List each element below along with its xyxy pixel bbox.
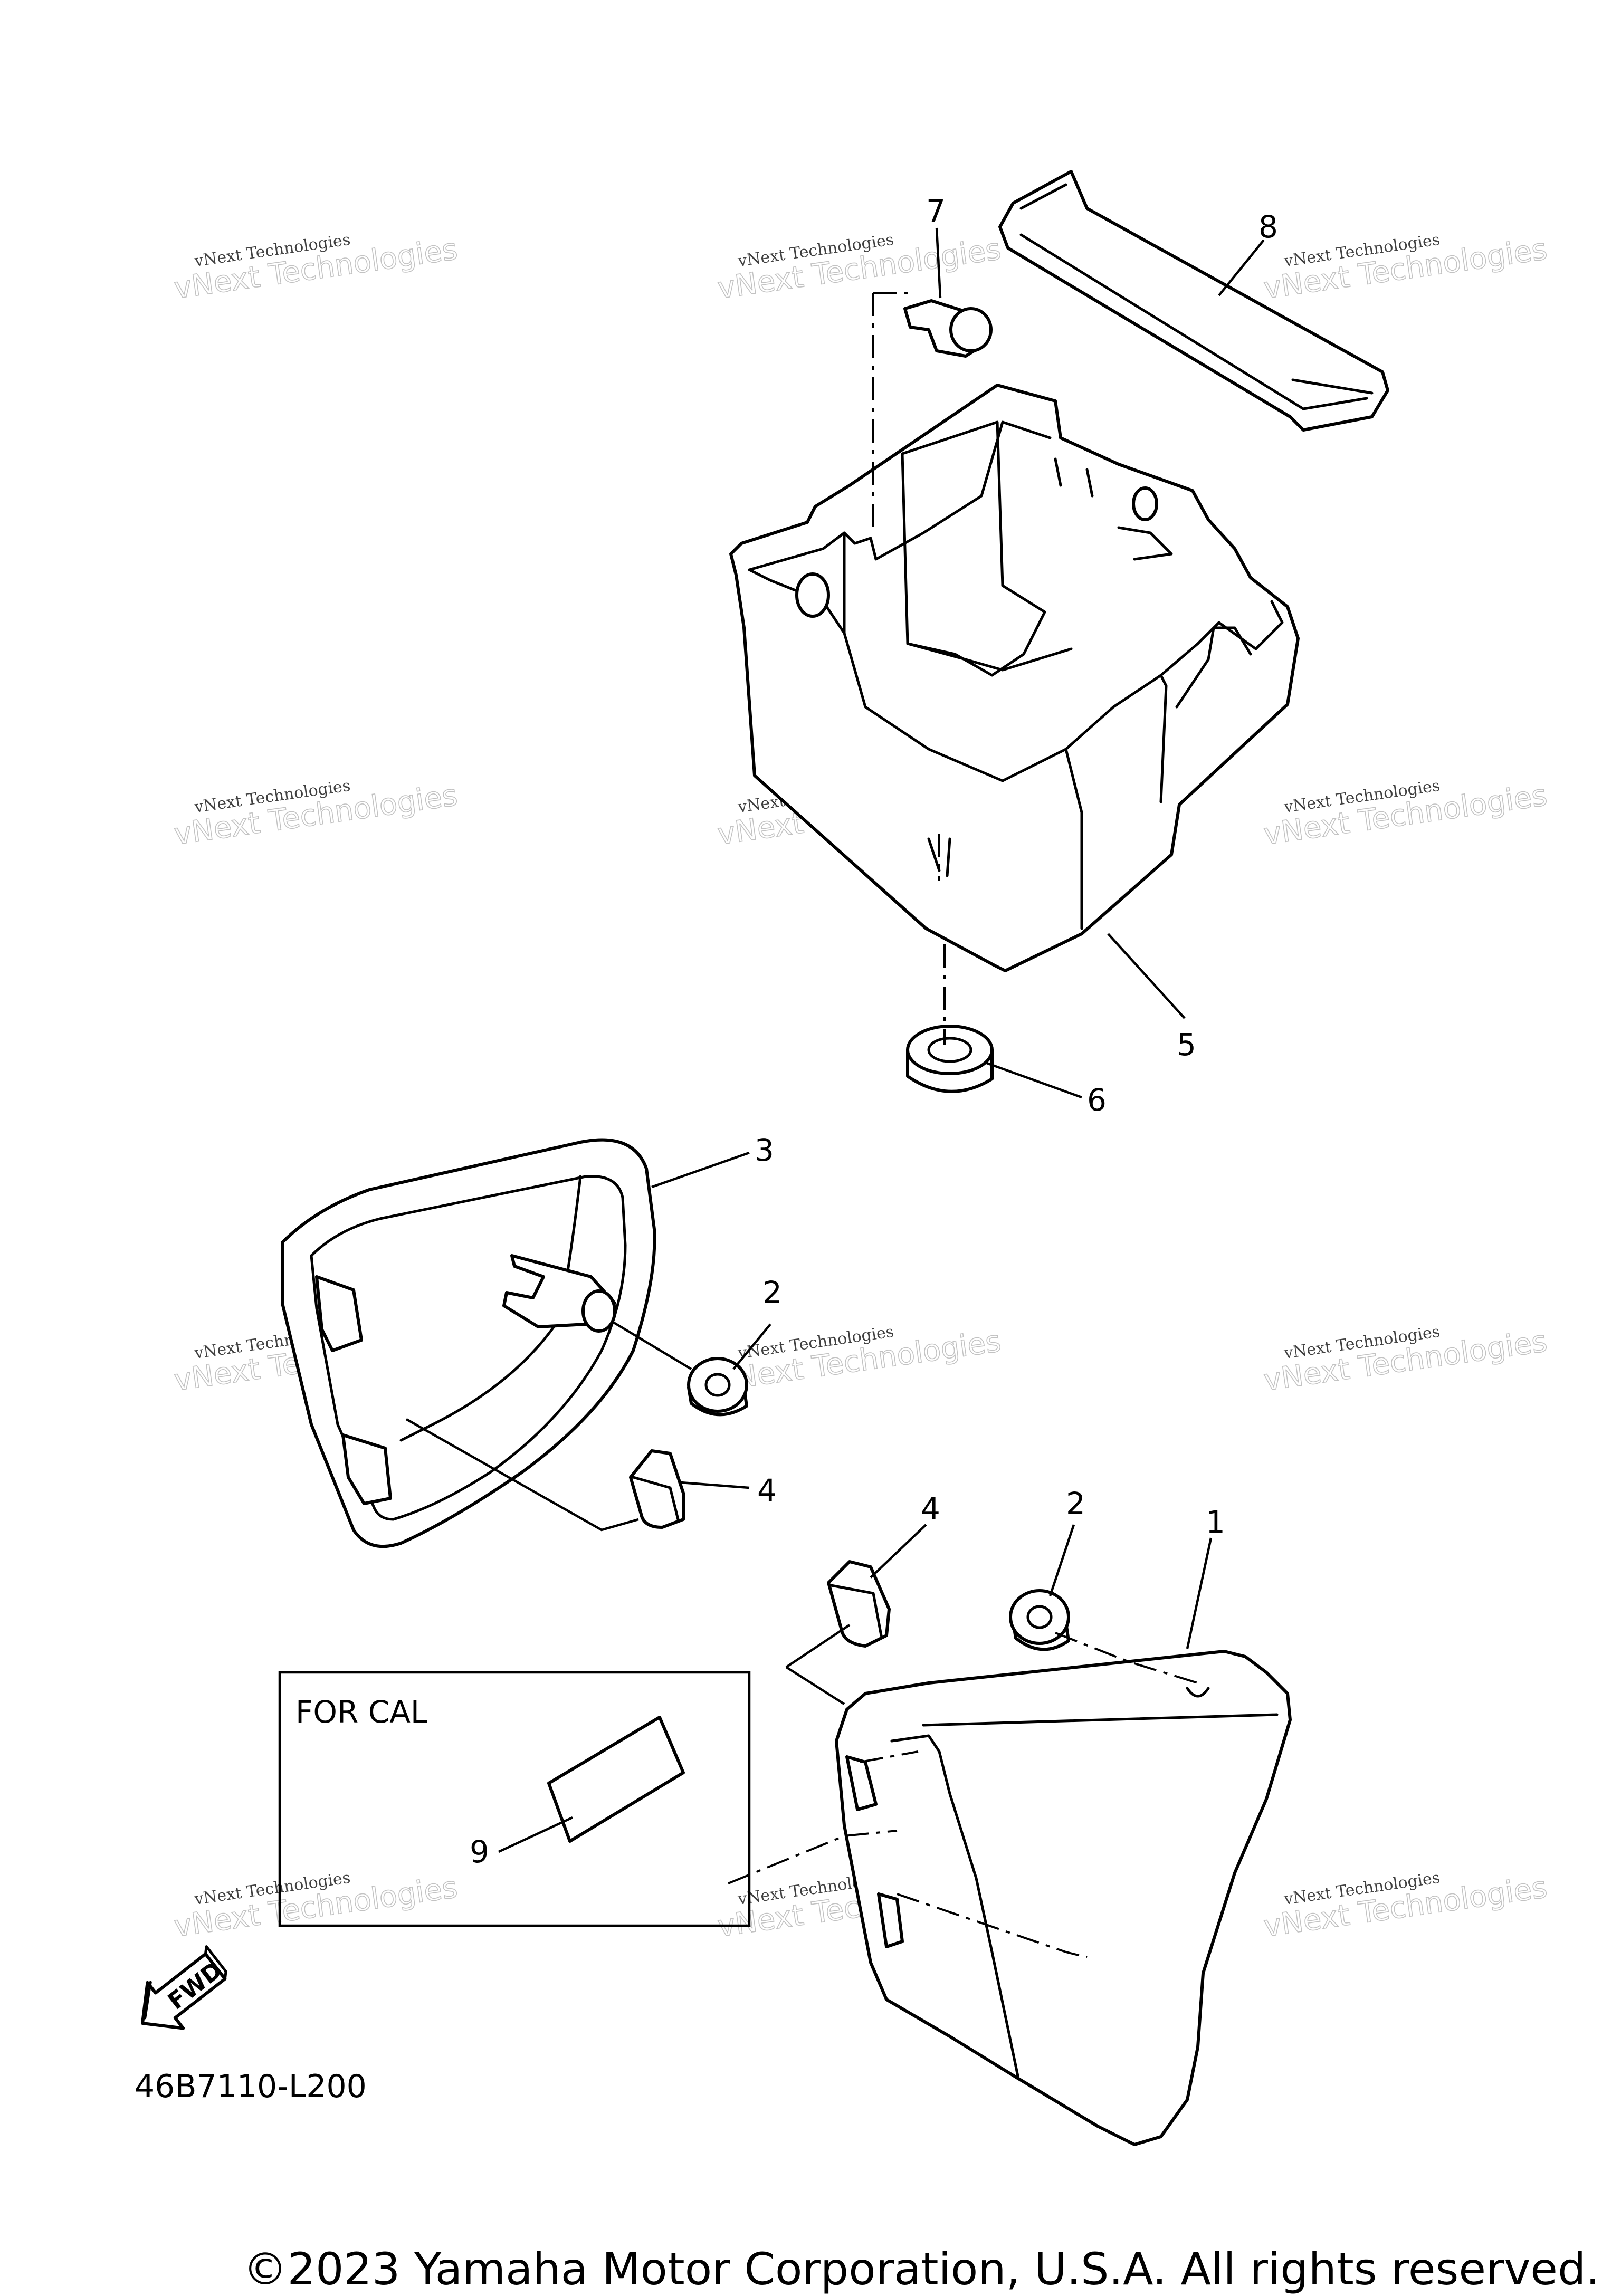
watermark: vNext Technologies vNext Technologies <box>1261 1323 1550 1399</box>
watermark: vNext Technologies vNext Technologies <box>171 777 460 853</box>
watermark: vNext Technologies vNext Technologies <box>1261 1869 1550 1945</box>
fwd-direction-arrow: FWD <box>141 1945 227 2030</box>
assembly-solid-lines <box>405 1321 851 1705</box>
callout-4-left: 4 <box>757 1472 777 1508</box>
watermarks: vNext Technologies vNext Technologies vN… <box>171 231 1550 1945</box>
watermark: vNext Technologies vNext Technologies <box>1261 231 1550 307</box>
leader-lines <box>498 227 1265 1853</box>
callout-2-left: 2 <box>762 1275 782 1310</box>
damper <box>906 1025 994 1093</box>
watermark: vNext Technologies vNext Technologies <box>1261 777 1550 853</box>
callout-1: 1 <box>1206 1504 1225 1540</box>
callout-8: 8 <box>1258 209 1278 245</box>
callout-3: 3 <box>755 1132 774 1168</box>
damper-clip-left <box>629 1449 685 1529</box>
watermark: vNext Technologies vNext Technologies <box>715 1323 1004 1399</box>
damper-clip-right <box>827 1560 891 1648</box>
side-cover-left <box>281 1138 656 1548</box>
callout-6: 6 <box>1087 1082 1107 1118</box>
label-sticker <box>547 1716 685 1843</box>
callout-2-right: 2 <box>1066 1486 1085 1522</box>
grommet-left <box>687 1357 748 1417</box>
watermark: vNext Technologies vNext Technologies <box>171 231 460 307</box>
battery-band <box>998 170 1389 432</box>
callout-7: 7 <box>926 193 946 229</box>
inset-box-label: FOR CAL <box>295 1694 427 1730</box>
callout-9: 9 <box>470 1834 489 1870</box>
callout-numbers: 7 8 5 6 3 2 4 4 2 1 9 <box>470 193 1278 1870</box>
grommet-right <box>1009 1589 1070 1651</box>
assembly-lines <box>728 292 1198 1958</box>
side-cover-right <box>835 1650 1292 2146</box>
watermark: vNext Technologies vNext Technologies <box>171 1869 460 1945</box>
battery-box <box>729 384 1300 972</box>
copyright-notice: ©2023 Yamaha Motor Corporation, U.S.A. A… <box>243 2243 1600 2295</box>
bolt <box>903 299 993 358</box>
diagram-code: 46B7110-L200 <box>135 2068 367 2105</box>
callout-5: 5 <box>1177 1027 1196 1063</box>
callout-4-right: 4 <box>921 1491 940 1527</box>
watermark: vNext Technologies vNext Technologies <box>715 231 1004 307</box>
